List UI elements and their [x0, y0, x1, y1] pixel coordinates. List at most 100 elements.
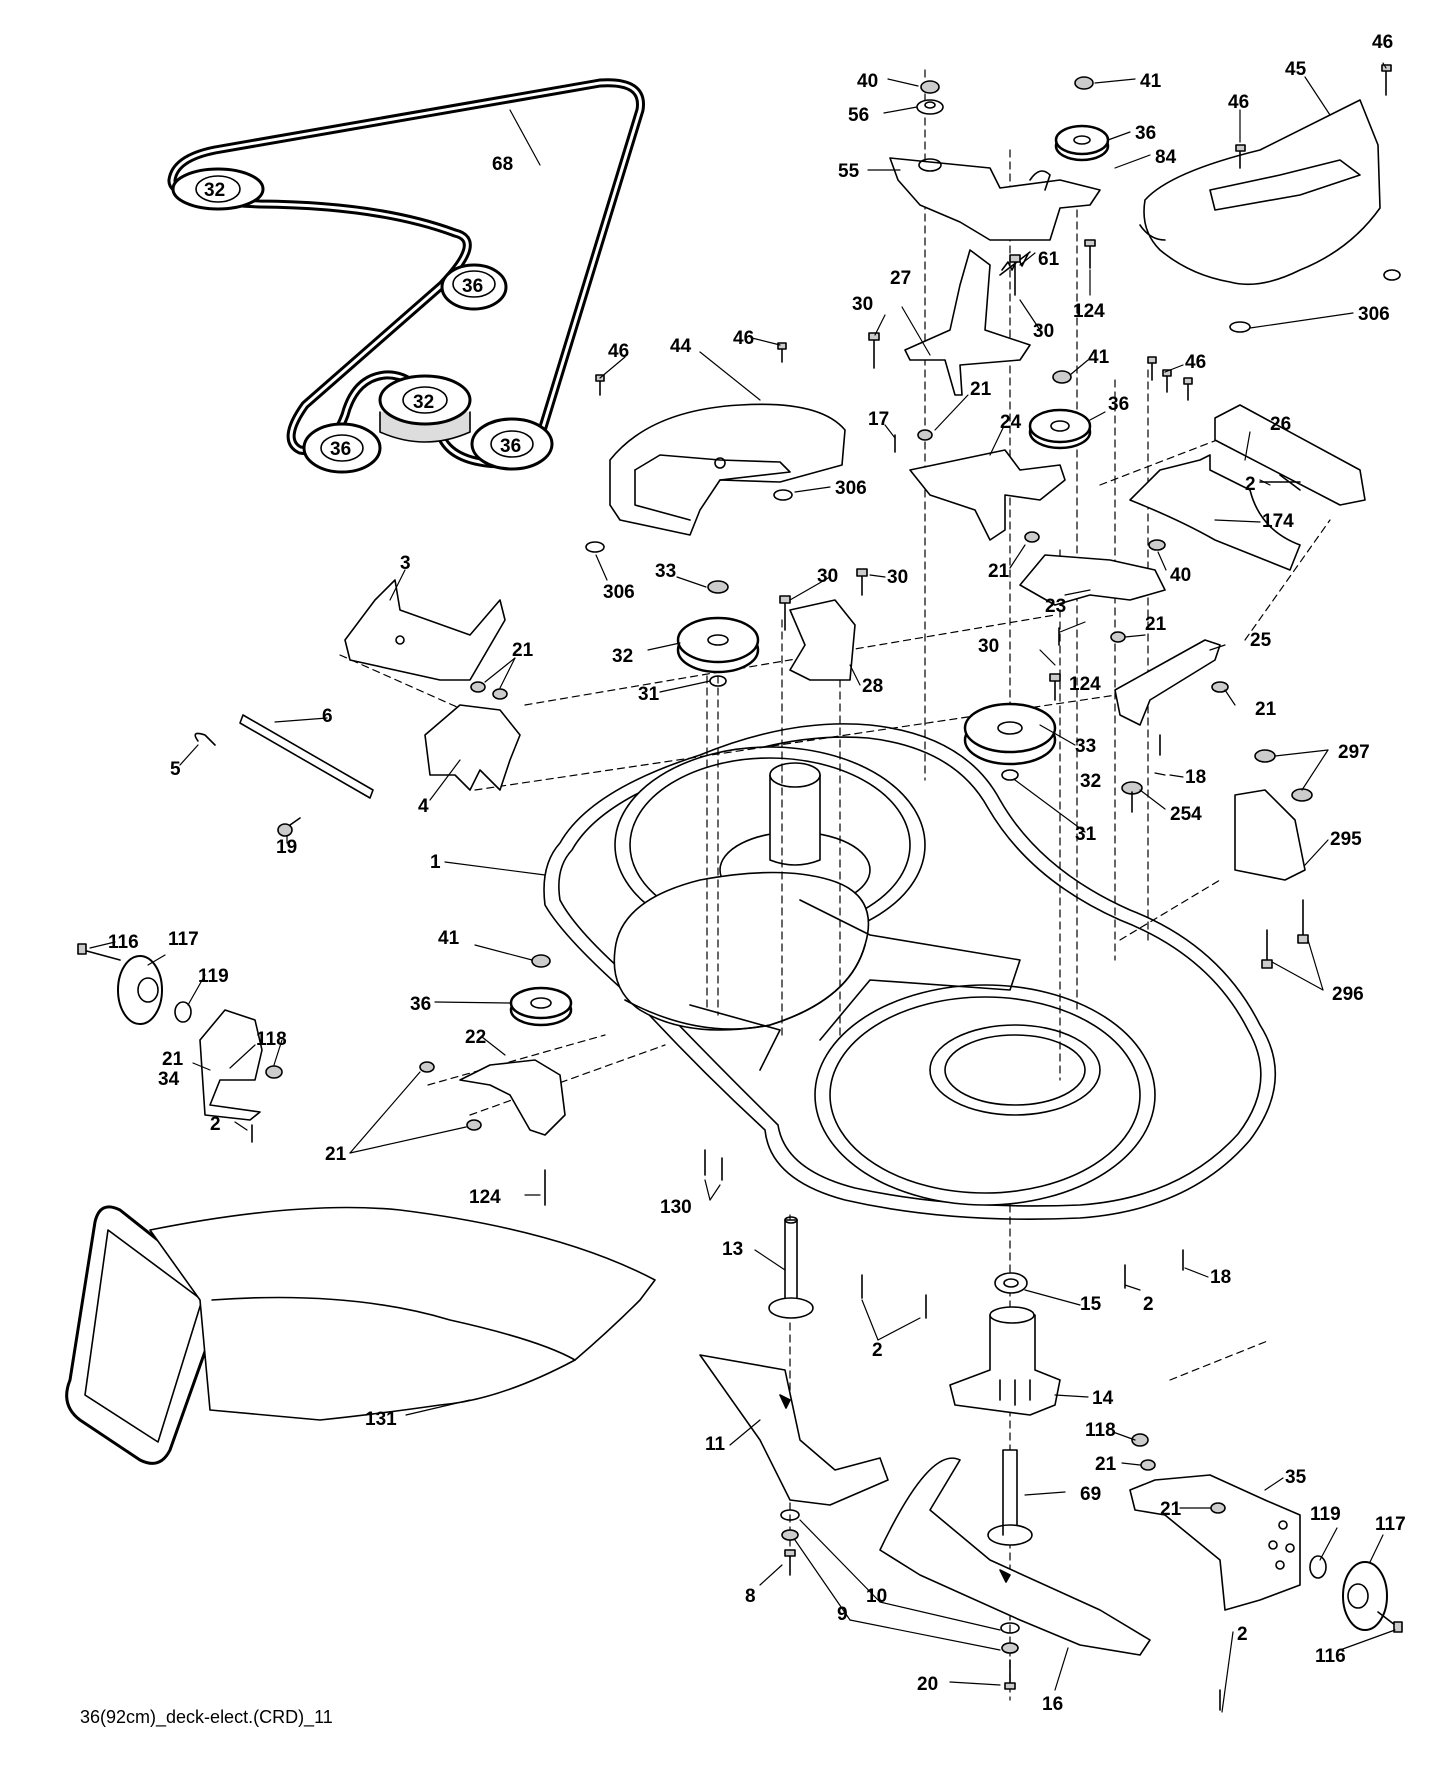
washer-119-left: [174, 1001, 192, 1023]
washer-306-middle: [773, 489, 793, 501]
bracket-4: [424, 704, 521, 791]
label-31-left: 31: [638, 684, 660, 705]
label-118-right: 118: [1085, 1420, 1116, 1441]
label-31-right: 31: [1075, 824, 1097, 845]
mower-deck: [543, 723, 1277, 1220]
label-9: 9: [837, 1604, 848, 1625]
label-3: 3: [400, 553, 411, 574]
label-2-left-wheel: 2: [210, 1114, 221, 1135]
label-116-left: 116: [108, 932, 139, 953]
label-21-22: 21: [325, 1144, 347, 1165]
bolt-46-right-group: [1147, 356, 1193, 401]
idler-arm-55: [889, 157, 1101, 241]
label-306-right: 306: [1358, 304, 1390, 325]
label-14: 14: [1092, 1388, 1114, 1409]
grass-chute-131: [65, 1205, 656, 1465]
idler-pulley-36-center: [509, 986, 573, 1027]
label-13: 13: [722, 1239, 743, 1260]
nut-21-23: [1024, 531, 1040, 543]
label-46-guard: 46: [733, 328, 754, 349]
bracket-3: [344, 579, 506, 681]
label-119-left: 119: [198, 966, 229, 987]
label-41-center: 41: [438, 928, 460, 949]
mandrel-pulley-32-right: [963, 702, 1057, 766]
label-56: 56: [848, 105, 869, 126]
spindle-shaft-69: [987, 1449, 1033, 1546]
bolt-30-bracket: [868, 332, 880, 369]
label-2-deck-b: 2: [872, 1340, 883, 1361]
idler-pulley-36-middle: [1028, 408, 1092, 450]
nut-118-left: [265, 1065, 283, 1079]
label-306-middle: 306: [835, 478, 867, 499]
label-295: 295: [1330, 829, 1362, 850]
label-33-left: 33: [655, 561, 676, 582]
bolt-116-left: [77, 943, 121, 961]
label-2-deck-a: 2: [1143, 1294, 1154, 1315]
label-21-25b: 21: [1255, 699, 1277, 720]
idler-pulley-36-top: [1054, 124, 1110, 162]
label-21-35a: 21: [1095, 1454, 1117, 1475]
label-32-belt-upper: 32: [204, 180, 225, 201]
label-131: 131: [365, 1409, 397, 1430]
label-21-35b: 21: [1160, 1499, 1182, 1520]
gauge-wheel-117-right: [1342, 1561, 1388, 1631]
clip-5: [194, 732, 216, 746]
bolt-2-deck: [861, 1249, 1221, 1711]
label-119-right: 119: [1310, 1504, 1341, 1525]
label-16: 16: [1042, 1694, 1063, 1715]
label-41-middle: 41: [1088, 347, 1110, 368]
washer-119-right: [1309, 1555, 1327, 1579]
nut-41-top: [1074, 76, 1094, 90]
label-46-guard-right: 46: [1228, 92, 1249, 113]
bolt-30-lower: [1049, 673, 1061, 701]
label-17: 17: [868, 409, 889, 430]
label-117-right: 117: [1375, 1514, 1406, 1535]
nut-21-25b: [1211, 681, 1229, 693]
nut-41-middle: [1052, 370, 1072, 384]
label-254: 254: [1170, 804, 1202, 825]
washer-31-right: [1001, 769, 1019, 781]
label-116-right: 116: [1315, 1646, 1346, 1667]
bolt-46-guard-right: [1235, 144, 1246, 169]
washer-10-9: [780, 1509, 1020, 1654]
label-2-right-wheel: 2: [1237, 1624, 1248, 1645]
label-21-left-wheel: 21: [162, 1049, 184, 1070]
label-24: 24: [1000, 412, 1022, 433]
label-118-left: 118: [256, 1029, 287, 1050]
label-117-left: 117: [168, 929, 199, 950]
blade-11: [699, 1354, 889, 1506]
nut-118-right: [1131, 1433, 1149, 1447]
label-36-belt-middle: 36: [462, 276, 483, 297]
label-21-3: 21: [512, 640, 534, 661]
washer-56: [916, 99, 944, 115]
belt-pulley-32-upper: [171, 167, 265, 211]
gauge-wheel-117-left: [117, 955, 163, 1025]
label-41-top: 41: [1140, 71, 1162, 92]
bracket-24: [909, 449, 1066, 541]
label-23: 23: [1045, 596, 1066, 617]
label-15: 15: [1080, 1294, 1102, 1315]
label-40-top: 40: [857, 71, 878, 92]
nut-21-3: [470, 681, 508, 700]
bolt-19: [277, 817, 301, 837]
bracket-22: [459, 1059, 566, 1136]
label-21-25a: 21: [1145, 614, 1167, 635]
mandrel-pulley-32-left: [676, 616, 760, 674]
label-21-23: 21: [988, 561, 1010, 582]
label-26: 26: [1270, 414, 1291, 435]
belt-guard-44: [609, 403, 846, 536]
label-4: 4: [418, 796, 429, 817]
bolt-46-guard: [777, 342, 787, 363]
nut-297: [1254, 749, 1313, 802]
label-27: 27: [890, 268, 911, 289]
label-18-deck: 18: [1210, 1267, 1231, 1288]
bolt-296: [1261, 899, 1309, 969]
label-174: 174: [1262, 511, 1294, 532]
deflector-174: [1129, 454, 1301, 571]
bolt-124-top: [1084, 239, 1096, 269]
belt-pulley-36-right: [470, 417, 554, 471]
leader-lines: [89, 62, 1396, 1713]
label-296: 296: [1332, 984, 1364, 1005]
washer-306-left: [585, 541, 605, 553]
label-33-right: 33: [1075, 736, 1096, 757]
